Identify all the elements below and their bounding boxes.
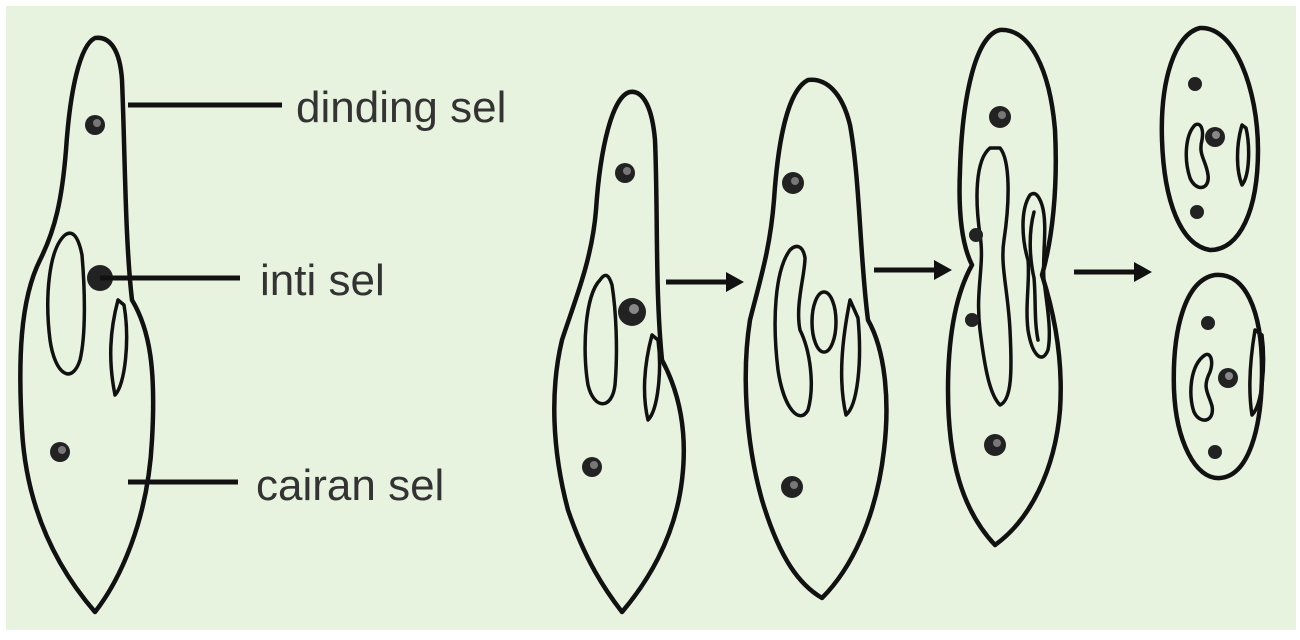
label-nucleus: inti sel (260, 256, 385, 305)
label-cytoplasm: cairan sel (256, 461, 444, 510)
diagram-background (6, 6, 1296, 630)
label-cell-wall: dinding sel (296, 83, 506, 132)
